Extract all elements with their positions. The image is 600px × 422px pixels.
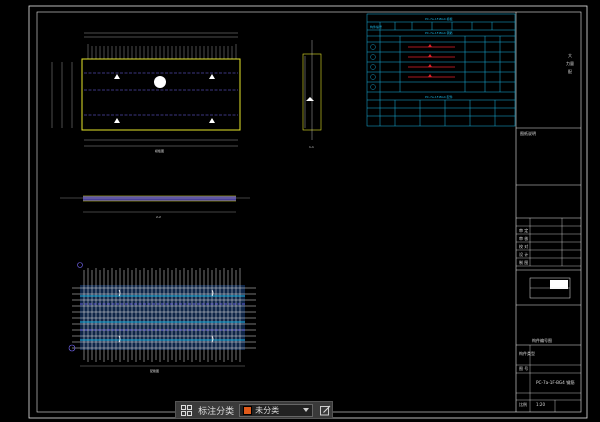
svg-text:1-1: 1-1 [309, 145, 314, 149]
svg-text:图 号: 图 号 [519, 365, 528, 371]
svg-text:配筋图: 配筋图 [150, 368, 159, 373]
svg-text:配: 配 [568, 69, 572, 74]
svg-text:审 定: 审 定 [519, 227, 528, 233]
svg-text:设 计: 设 计 [519, 251, 528, 257]
annotation-toolbar: 标注分类 未分类 [175, 401, 333, 419]
edit-icon[interactable] [319, 403, 332, 417]
svg-text:PC-7a-1F-BG4 配件: PC-7a-1F-BG4 配件 [425, 94, 453, 99]
annotation-category-label: 标注分类 [198, 406, 235, 417]
svg-text:PC-7a-1F-BG4 钢筋: PC-7a-1F-BG4 钢筋 [425, 30, 453, 35]
svg-text:大: 大 [568, 52, 572, 58]
svg-text:模板图: 模板图 [155, 148, 164, 153]
svg-text:2-2: 2-2 [156, 215, 161, 219]
svg-text:PC-7a-1F-BG4 模板: PC-7a-1F-BG4 模板 [425, 16, 453, 21]
category-select[interactable]: 未分类 [239, 403, 313, 417]
svg-text:1:20: 1:20 [536, 402, 545, 407]
svg-text:构件编号: 构件编号 [370, 24, 382, 29]
svg-text:力量: 力量 [566, 60, 574, 66]
svg-text:构件类型: 构件类型 [519, 350, 535, 356]
category-color-swatch [243, 405, 253, 415]
category-select-value: 未分类 [255, 405, 280, 415]
svg-text:校 对: 校 对 [519, 243, 528, 249]
chevron-down-icon [302, 407, 309, 412]
rebar-table [366, 13, 516, 127]
svg-text:图纸说明: 图纸说明 [520, 130, 536, 136]
svg-text:审 核: 审 核 [519, 235, 528, 241]
svg-text:制 图: 制 图 [519, 259, 528, 265]
rebar-plan-view: 配筋图 [68, 262, 256, 373]
elevation-view: 2-2 [60, 195, 250, 219]
svg-text:构件编号图: 构件编号图 [532, 337, 552, 343]
side-section: 1-1 [302, 40, 322, 149]
plan-view-top: 模板图 [51, 32, 241, 153]
svg-text:比例: 比例 [519, 401, 527, 407]
grid-icon[interactable] [179, 402, 194, 418]
drawing-number: PC-7a-1F-BG4 钢筋 [536, 379, 575, 386]
